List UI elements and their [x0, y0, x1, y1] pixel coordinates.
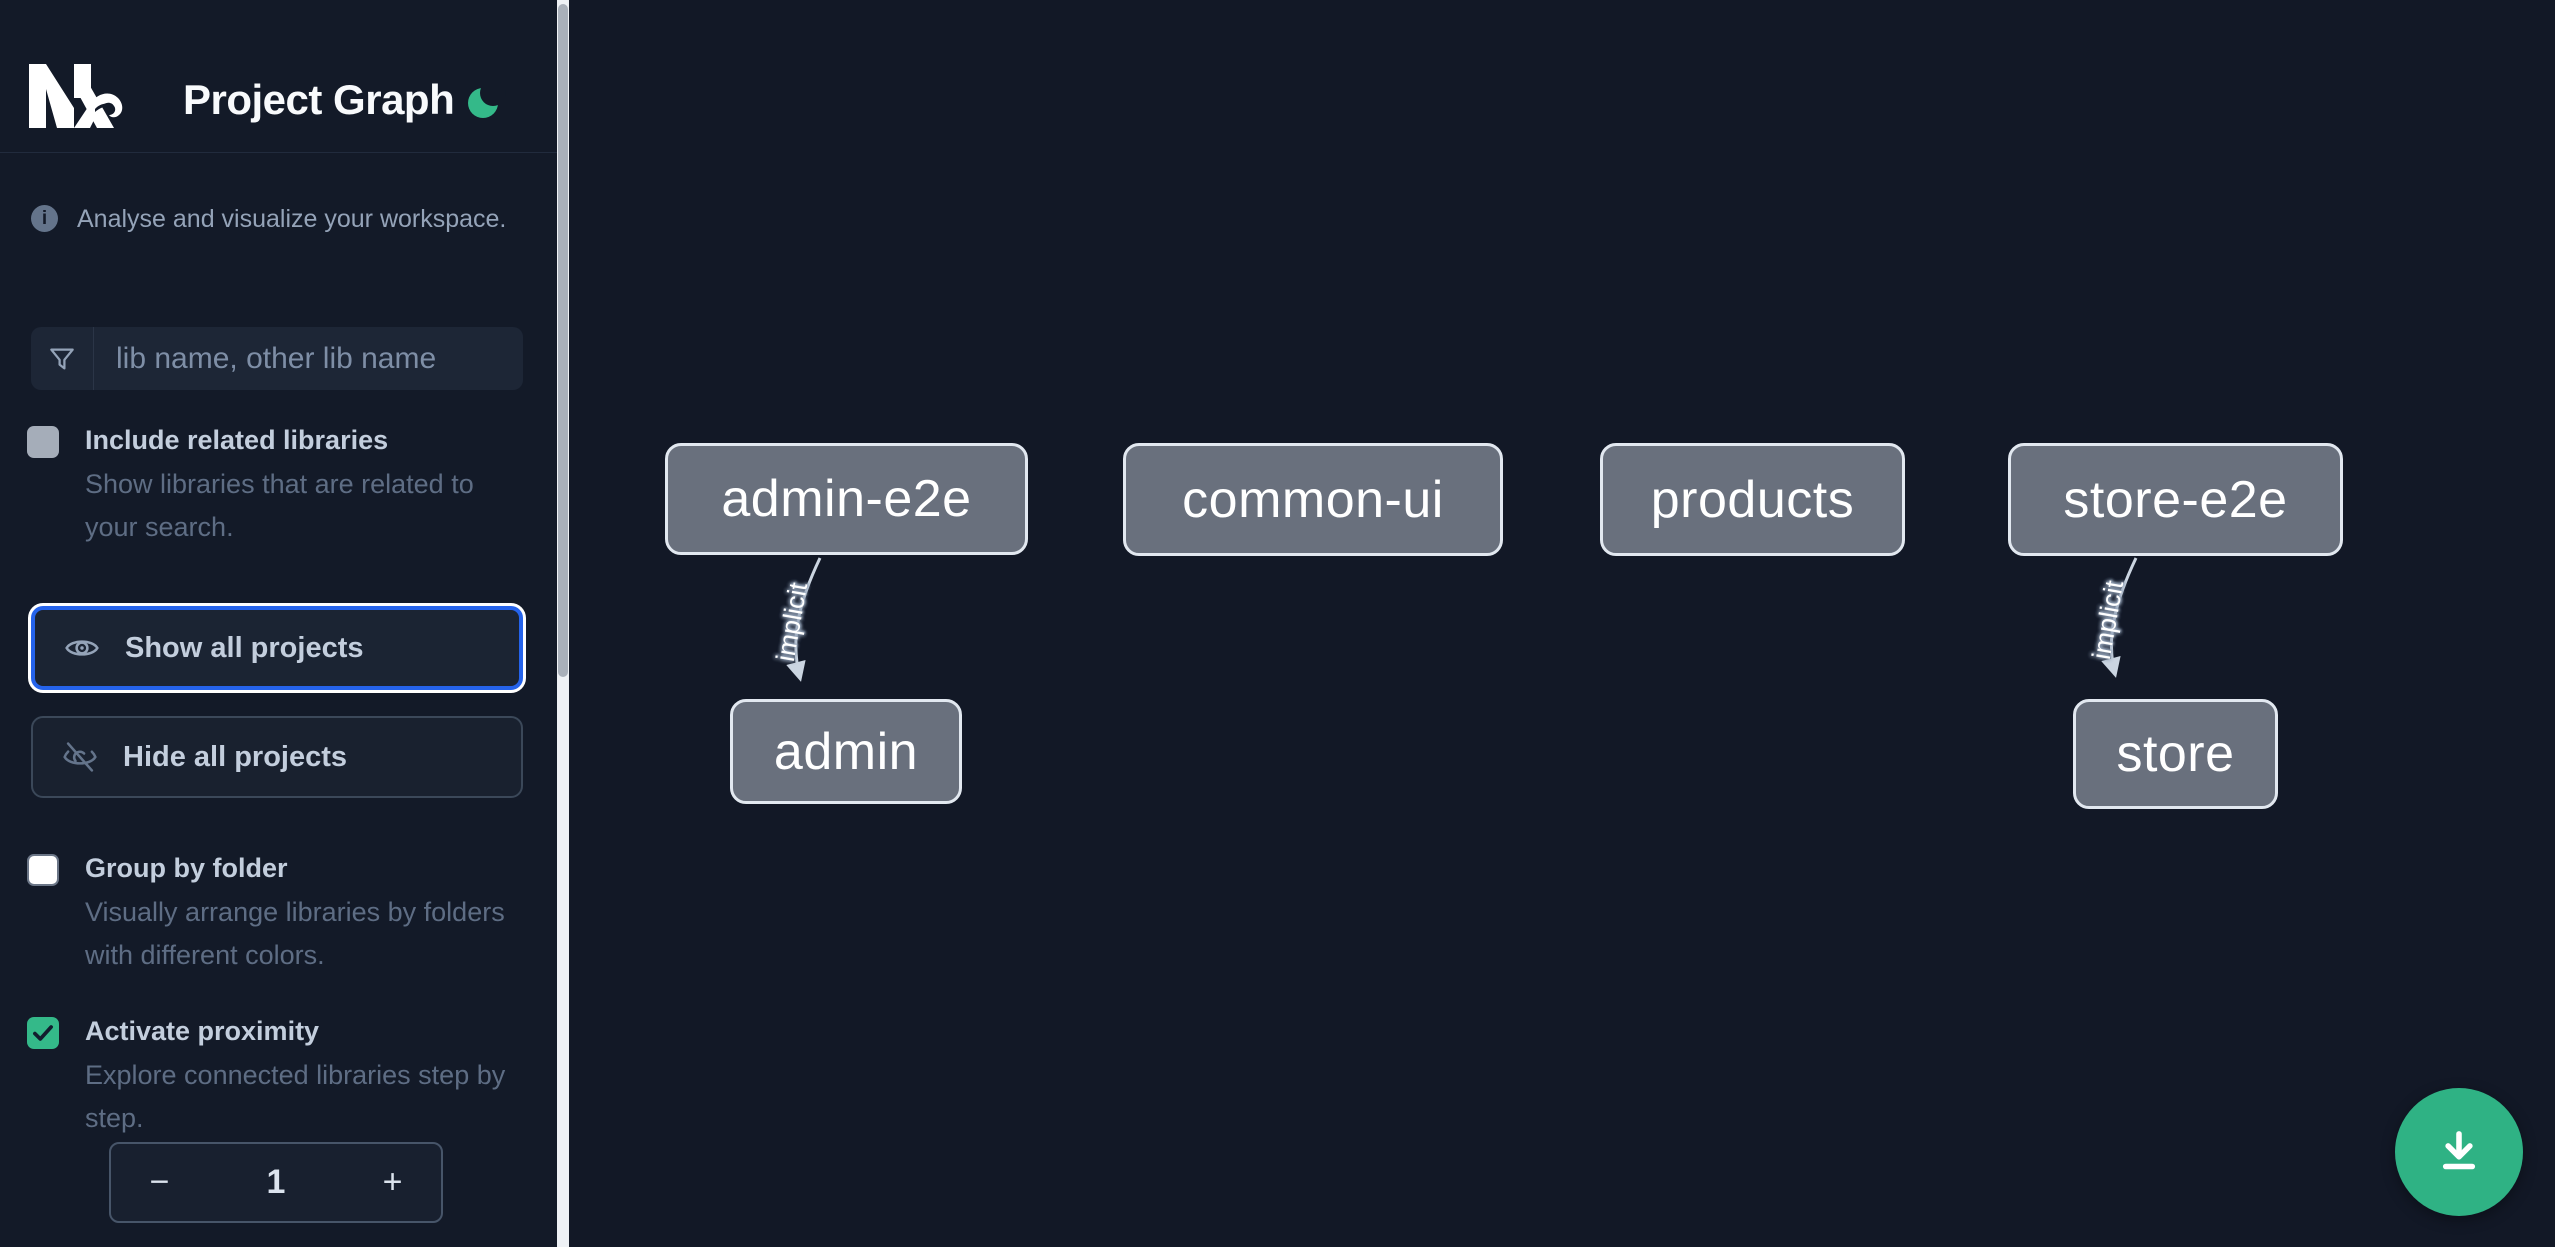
proximity-depth-value[interactable]: 1: [266, 1163, 286, 1201]
moon-icon: [466, 82, 506, 122]
graph-node-products[interactable]: products: [1600, 443, 1905, 556]
show-all-projects-label: Show all projects: [125, 631, 364, 664]
sidebar-scrollbar-thumb[interactable]: [558, 4, 568, 677]
checkmark-icon: [30, 1020, 56, 1046]
eye-icon: [63, 629, 101, 667]
include-related-option: Include related libraries Show libraries…: [27, 424, 527, 550]
activate-proximity-option: Activate proximity Explore connected lib…: [27, 1015, 527, 1141]
app-title: Project Graph: [183, 76, 455, 123]
graph-node-admin-e2e[interactable]: admin-e2e: [665, 443, 1028, 555]
include-related-checkbox[interactable]: [27, 426, 59, 458]
graph-node-admin[interactable]: admin: [730, 699, 962, 804]
graph-canvas[interactable]: [569, 0, 2555, 1247]
sidebar: Project Graph i Analyse and visualize yo…: [0, 0, 557, 1247]
include-related-label: Include related libraries: [85, 425, 389, 455]
increment-button[interactable]: +: [344, 1144, 441, 1221]
hide-all-projects-button[interactable]: Hide all projects: [31, 716, 523, 798]
group-by-folder-checkbox[interactable]: [27, 854, 59, 886]
search-box: [31, 327, 523, 390]
info-icon: i: [31, 205, 58, 232]
proximity-depth-stepper: − 1 +: [109, 1142, 443, 1223]
download-icon: [2430, 1123, 2488, 1181]
graph-node-store[interactable]: store: [2073, 699, 2278, 809]
workspace-tagline: i Analyse and visualize your workspace.: [31, 203, 531, 236]
activate-proximity-checkbox[interactable]: [27, 1017, 59, 1049]
filter-funnel-icon: [31, 327, 94, 390]
graph-node-common-ui[interactable]: common-ui: [1123, 443, 1503, 556]
group-by-folder-description: Visually arrange libraries by folders wi…: [85, 896, 505, 971]
graph-node-store-e2e[interactable]: store-e2e: [2008, 443, 2343, 556]
show-all-projects-button[interactable]: Show all projects: [31, 606, 523, 690]
hide-all-projects-label: Hide all projects: [123, 740, 348, 773]
group-by-folder-option: Group by folder Visually arrange librari…: [27, 852, 527, 978]
sidebar-scrollbar-track: [557, 0, 569, 1247]
nx-logo-icon: [27, 62, 127, 130]
search-input[interactable]: [94, 327, 523, 390]
activate-proximity-description: Explore connected libraries step by step…: [85, 1059, 506, 1134]
download-image-button[interactable]: [2395, 1088, 2523, 1216]
decrement-button[interactable]: −: [111, 1144, 208, 1221]
eye-off-icon: [61, 738, 99, 776]
tagline-text: Analyse and visualize your workspace.: [77, 205, 507, 233]
include-related-description: Show libraries that are related to your …: [85, 468, 474, 543]
theme-toggle-button[interactable]: [466, 82, 506, 122]
group-by-folder-label: Group by folder: [85, 853, 288, 883]
sidebar-header: Project Graph: [0, 0, 557, 153]
activate-proximity-label: Activate proximity: [85, 1016, 320, 1046]
